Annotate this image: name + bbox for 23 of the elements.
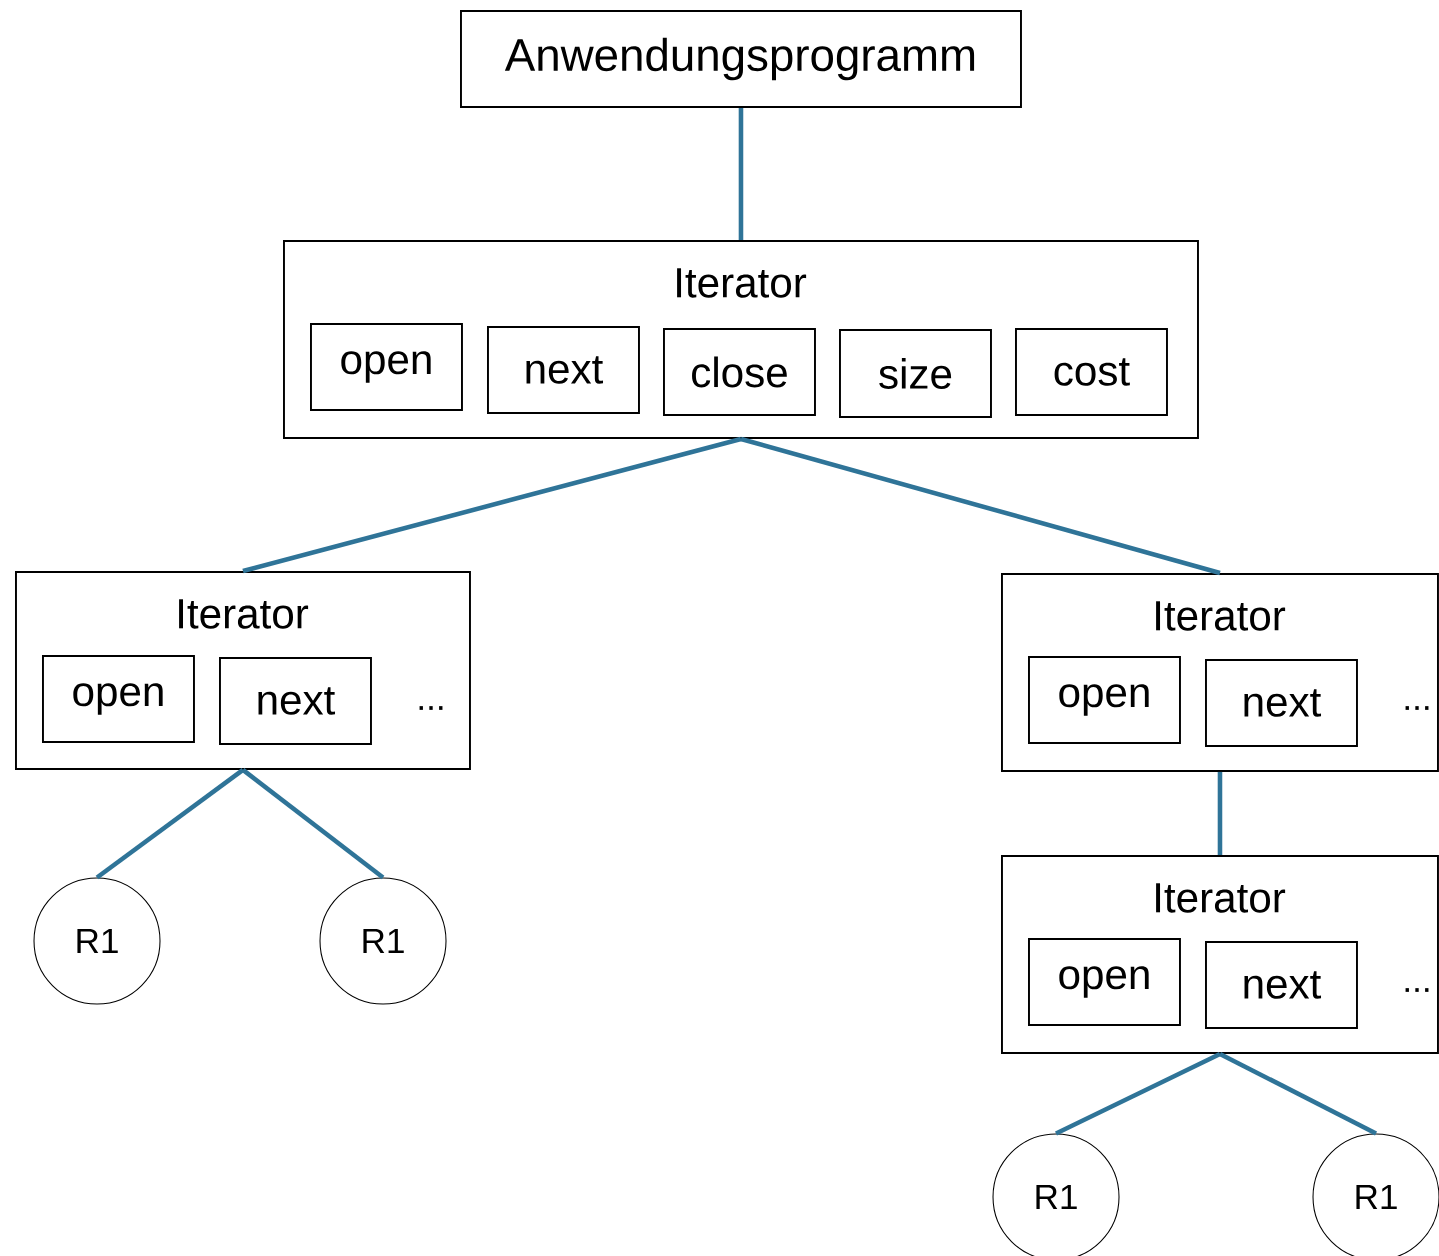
connector xyxy=(1055,1051,1221,1136)
method-box: size xyxy=(839,329,992,418)
connector xyxy=(740,436,1221,576)
method-box: close xyxy=(663,328,816,416)
connector xyxy=(95,768,245,880)
method-box: open xyxy=(42,655,195,743)
connector xyxy=(1217,771,1223,855)
connector xyxy=(242,436,742,574)
method-box: next xyxy=(1205,659,1358,747)
method-box: next xyxy=(487,326,640,414)
connector xyxy=(738,107,744,240)
method-box: open xyxy=(310,323,463,411)
program-box: Anwendungsprogramm xyxy=(460,10,1022,108)
method-box: next xyxy=(1205,941,1358,1029)
method-box: open xyxy=(1028,938,1181,1026)
method-box: cost xyxy=(1015,328,1168,416)
ellipsis: ... xyxy=(1405,988,1429,992)
connector xyxy=(1218,1051,1378,1136)
method-box: open xyxy=(1028,656,1181,744)
ellipsis: ... xyxy=(1405,706,1429,710)
ellipsis: ... xyxy=(419,706,443,710)
connector xyxy=(241,768,385,880)
method-box: next xyxy=(219,657,372,745)
